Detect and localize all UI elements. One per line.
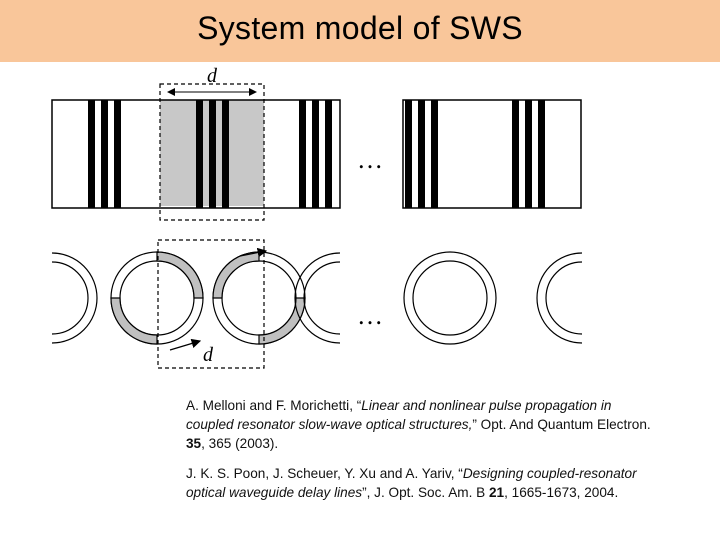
bragg-grating-4 bbox=[405, 100, 438, 208]
ring-partial-left bbox=[51, 252, 98, 344]
coupling-arrow-right bbox=[239, 247, 268, 258]
coupled-ring-resonators bbox=[51, 239, 583, 369]
period-label-bottom: d bbox=[203, 344, 214, 366]
ring-2-highlighted bbox=[110, 251, 204, 345]
references: A. Melloni and F. Morichetti, “Linear an… bbox=[186, 396, 656, 513]
reference-1: A. Melloni and F. Morichetti, “Linear an… bbox=[186, 398, 651, 451]
ring-partial-mid bbox=[294, 252, 341, 344]
unit-cell-box-top bbox=[159, 83, 265, 221]
coupling-arrow-left bbox=[169, 338, 202, 351]
ellipsis-bottom: … bbox=[357, 301, 383, 330]
bragg-grating-1 bbox=[88, 100, 121, 208]
ring-partial-right bbox=[536, 252, 583, 344]
sws-diagram: d … d bbox=[51, 65, 583, 369]
ellipsis-top: … bbox=[357, 145, 383, 174]
title-bar bbox=[0, 0, 720, 62]
waveguide-right bbox=[402, 99, 582, 209]
bragg-grating-5 bbox=[512, 100, 545, 208]
ring-4 bbox=[403, 251, 497, 345]
bragg-grating-3 bbox=[299, 100, 332, 208]
ring-3 bbox=[212, 251, 306, 345]
grating-waveguide: d … bbox=[51, 65, 582, 221]
reference-2: J. K. S. Poon, J. Scheuer, Y. Xu and A. … bbox=[186, 466, 637, 500]
period-label-top: d bbox=[207, 65, 218, 87]
bragg-grating-2 bbox=[196, 100, 229, 208]
unit-cell-box-bottom bbox=[157, 239, 265, 369]
slide-title: System model of SWS bbox=[197, 10, 523, 46]
